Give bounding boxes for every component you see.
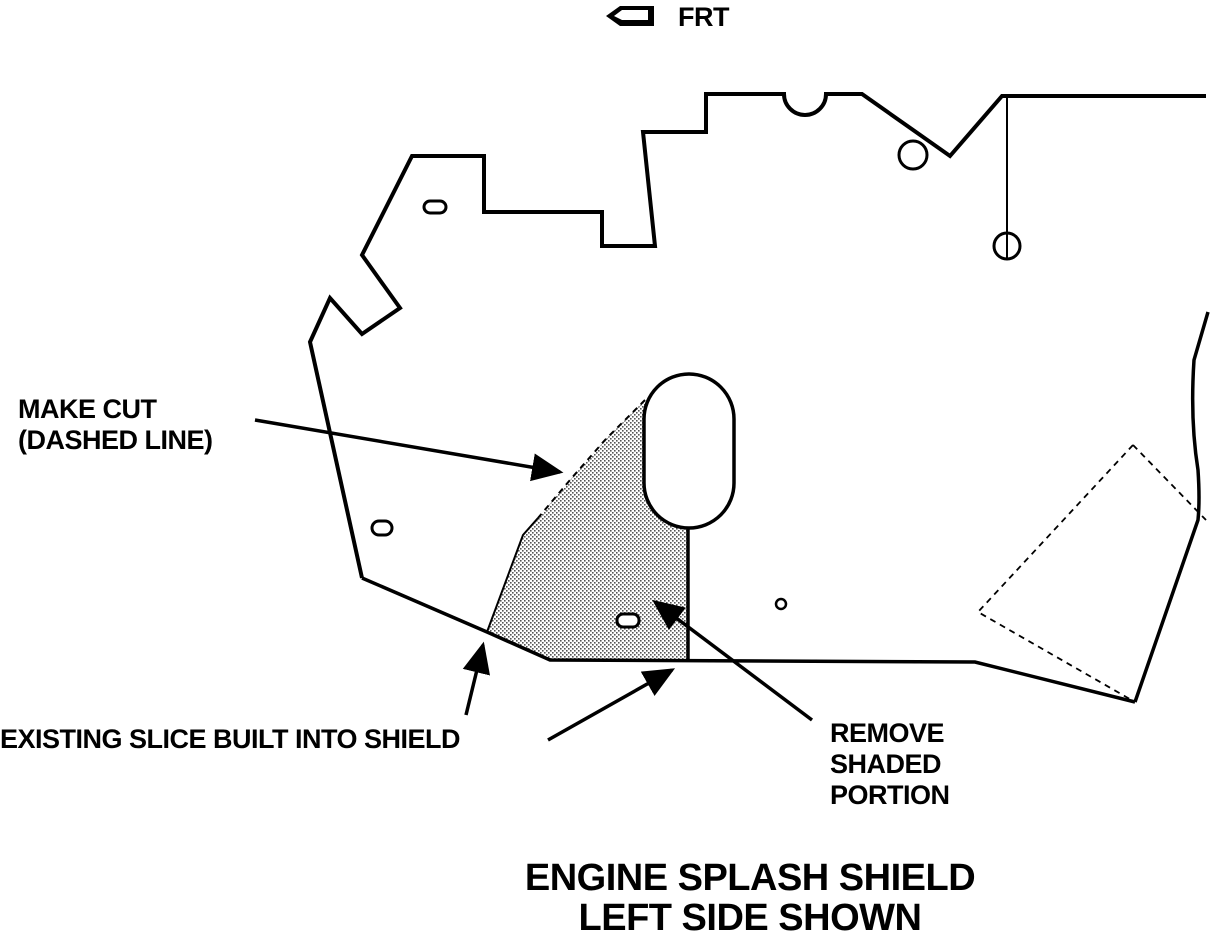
dashed-reference-outline [976,444,1207,703]
remove-shaded-line-3: PORTION [830,780,950,810]
existing-slice-leader-arrow-left [462,641,490,716]
shield-bottom-edge [361,576,1136,704]
remove-shaded-callout: REMOVE SHADED PORTION [830,718,950,811]
shield-outline [307,92,1206,579]
existing-slice-callout: EXISTING SLICE BUILT INTO SHIELD [0,724,461,754]
round-hole [897,139,929,171]
make-cut-line-1: MAKE CUT [18,394,157,424]
oval-opening [642,372,736,530]
diagram-title-line-2: LEFT SIDE SHOWN [578,897,922,939]
front-arrow-icon [606,6,654,26]
shield-right-edge [1133,311,1210,703]
remove-shaded-line-2: SHADED [830,749,942,779]
make-cut-callout: MAKE CUT (DASHED LINE) [18,394,213,456]
make-cut-line-2: (DASHED LINE) [18,425,213,455]
existing-slice-leader-arrow-right [547,668,676,742]
remove-shaded-line-1: REMOVE [830,718,945,748]
diagram-title-line-1: ENGINE SPLASH SHIELD [524,857,976,899]
round-hole [774,597,788,611]
existing-slice-edge [486,517,539,633]
remove-shaded-leader-arrow [652,599,814,722]
make-cut-leader-arrow [254,418,564,482]
slot-hole [422,199,448,215]
diagram-title: ENGINE SPLASH SHIELD LEFT SIDE SHOWN [400,858,1100,938]
slot-hole [370,519,394,537]
shaded-portion [487,400,688,662]
slot-hole [615,612,641,629]
front-label: FRT [678,2,729,32]
dashed-cut-line [537,399,646,519]
